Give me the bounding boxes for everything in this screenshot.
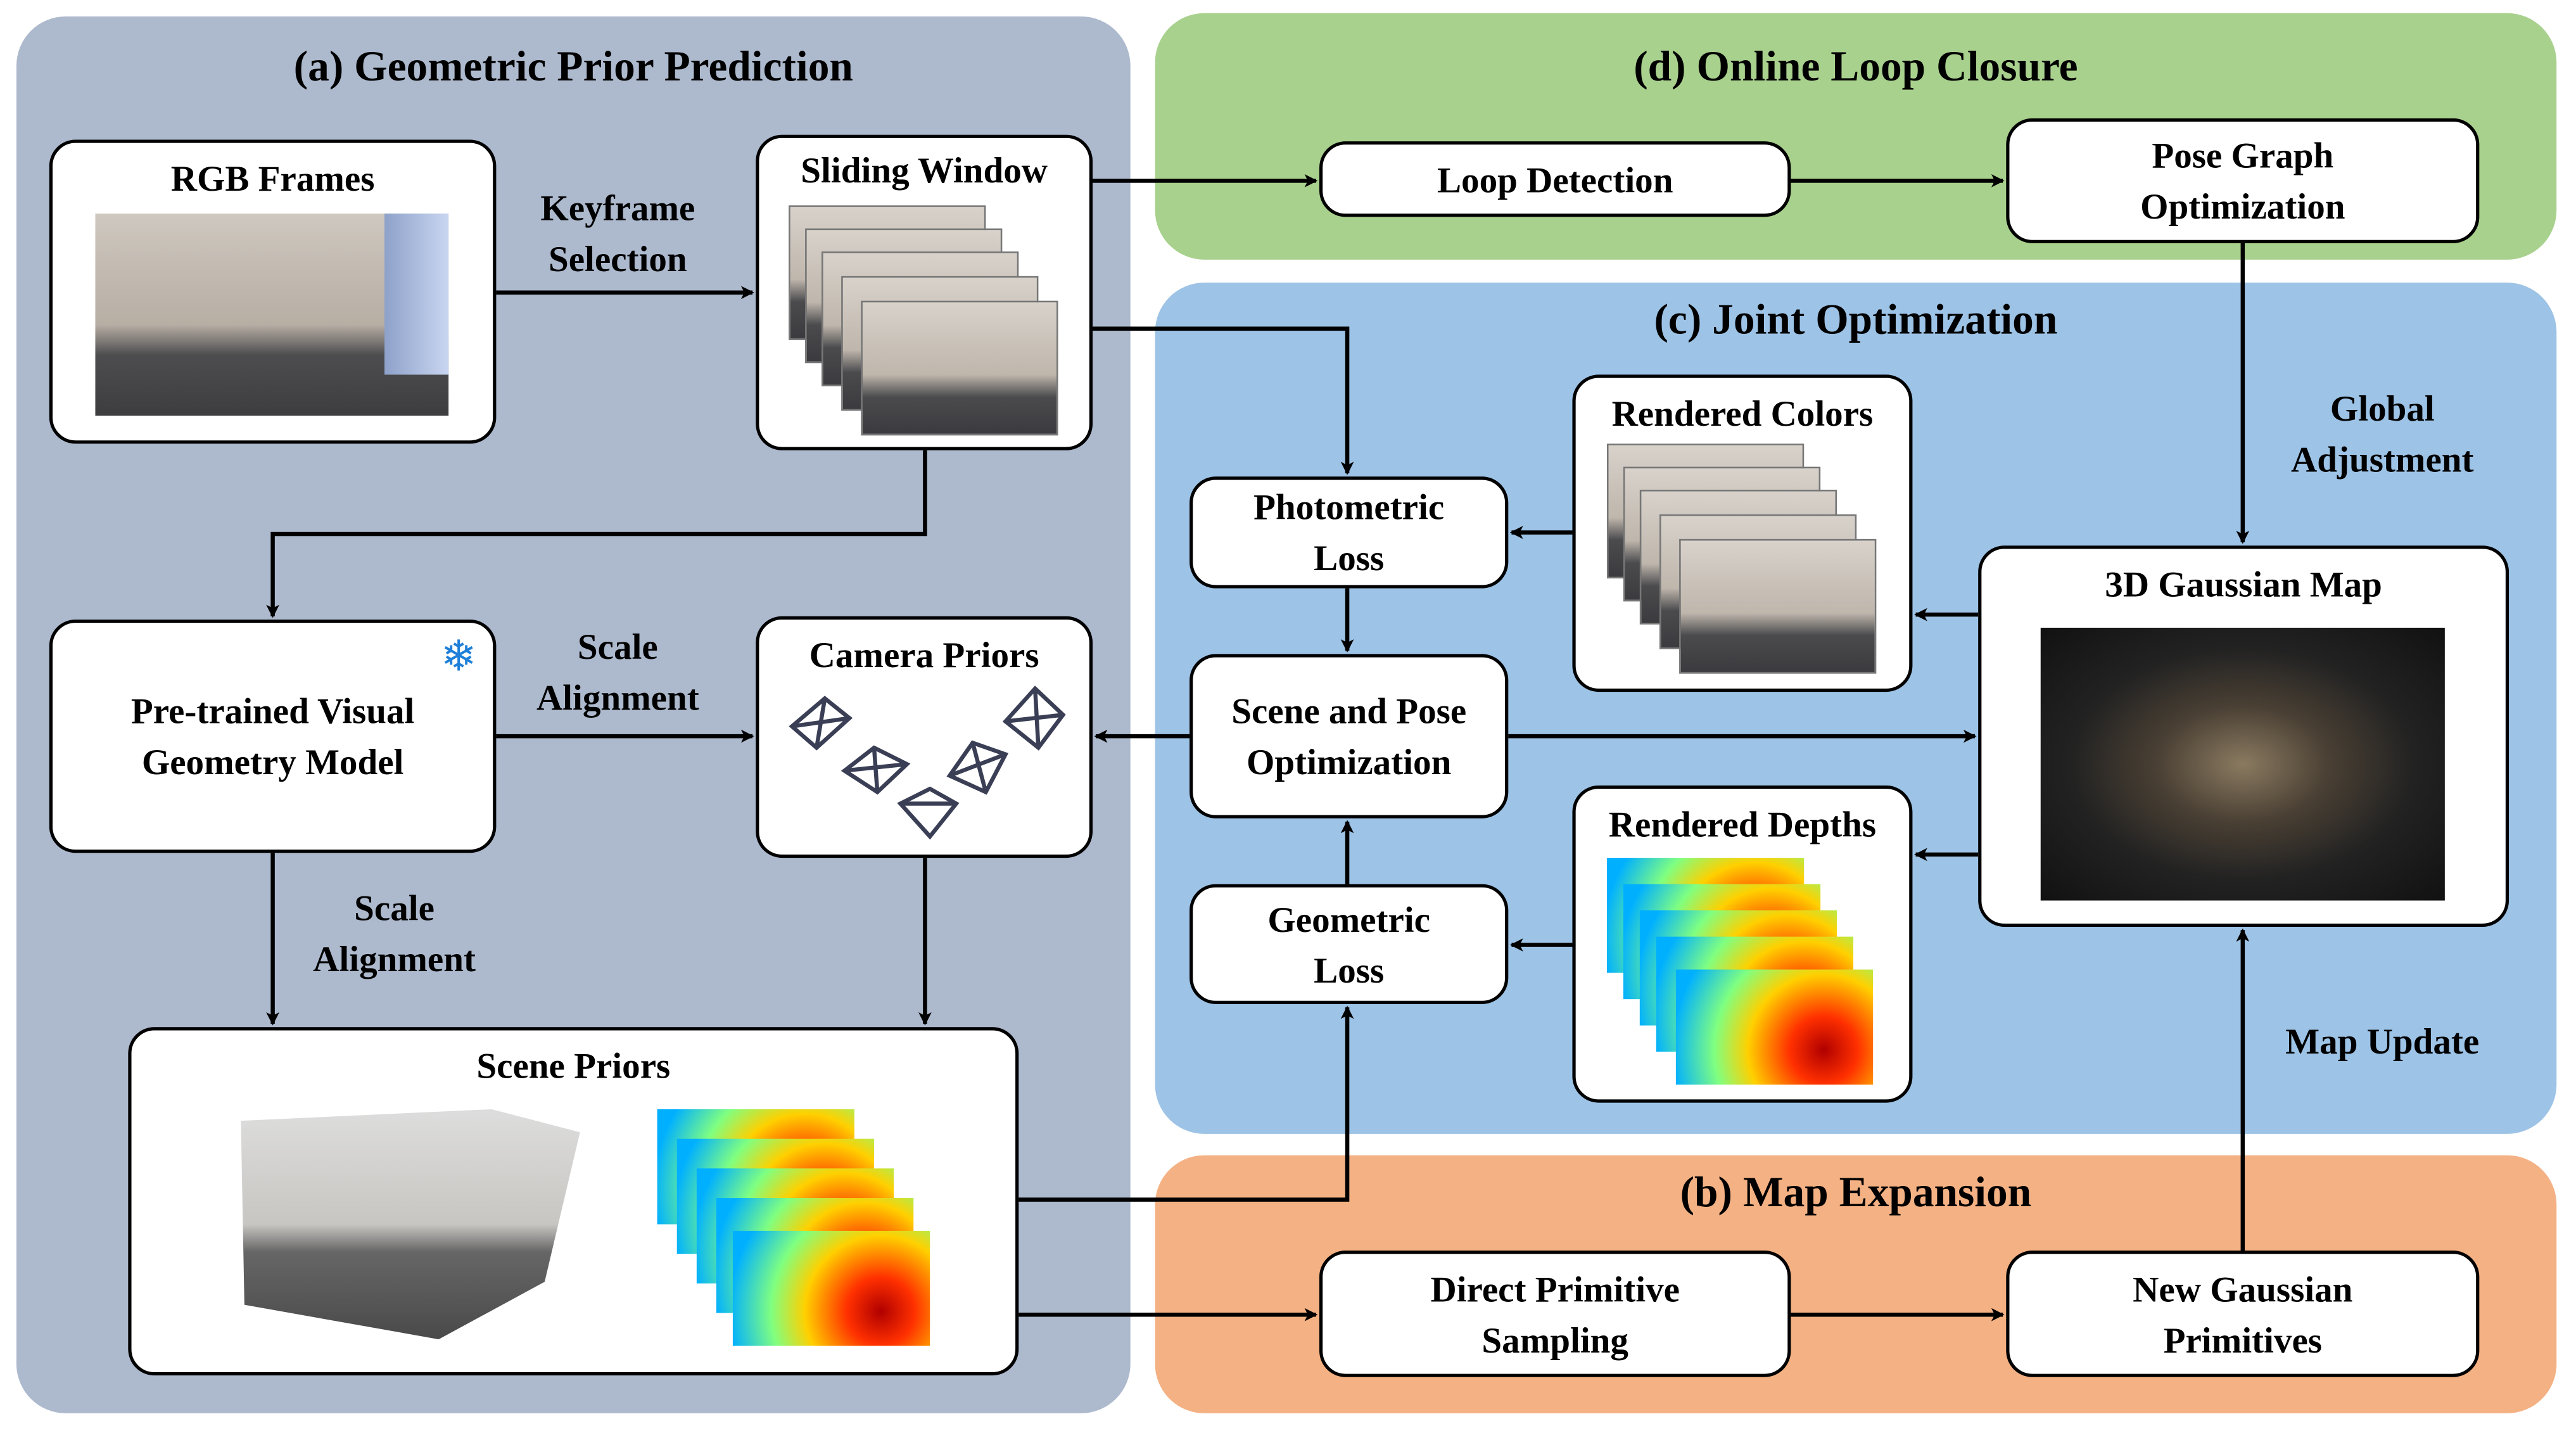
box-label: Scene Priors — [476, 1045, 671, 1086]
label-line: Selection — [548, 238, 687, 279]
box-label: Rendered Depths — [1608, 803, 1877, 845]
scale-alignment-label: Scale Alignment — [503, 621, 733, 723]
box-label: Sampling — [1482, 1318, 1628, 1360]
loop-detection-box: Loop Detection — [1319, 141, 1791, 217]
rendered-colors-image — [1606, 443, 1886, 677]
snowflake-icon: ❄ — [440, 632, 477, 682]
box-label: 3D Gaussian Map — [2105, 563, 2382, 605]
box-label: Pose Graph — [2152, 134, 2334, 176]
camera-priors-box: Camera Priors — [756, 616, 1093, 858]
global-adjustment-label: Global Adjustment — [2259, 383, 2506, 485]
photometric-loss-box: Photometric Loss — [1190, 476, 1509, 589]
box-label: Loss — [1314, 537, 1385, 579]
box-label: Photometric — [1253, 486, 1445, 528]
panel-title: (a) Geometric Prior Prediction — [293, 42, 853, 91]
box-label: Geometry Model — [141, 741, 404, 782]
box-label: Scene and Pose — [1231, 690, 1467, 732]
box-label: RGB Frames — [170, 158, 375, 199]
box-label: Camera Priors — [809, 634, 1039, 676]
sliding-window-frames-image — [789, 205, 1060, 436]
geometric-loss-box: Geometric Loss — [1190, 884, 1509, 1004]
label-line: Keyframe — [540, 187, 695, 229]
box-label: Sliding Window — [801, 150, 1048, 191]
box-label: Rendered Colors — [1611, 392, 1874, 434]
camera-frustums-icon — [789, 685, 1066, 840]
rendered-depths-image — [1606, 858, 1886, 1091]
box-label: Optimization — [2140, 186, 2345, 227]
panel-title: (b) Map Expansion — [1680, 1168, 2032, 1216]
pretrained-visual-geometry-model-box: Pre-trained Visual Geometry Model ❄ — [49, 619, 497, 853]
pose-graph-optimization-box: Pose Graph Optimization — [2006, 118, 2480, 243]
label-line: Alignment — [313, 938, 476, 980]
box-label: Geometric — [1267, 898, 1430, 939]
box-label: Direct Primitive — [1430, 1268, 1680, 1309]
label-line: Adjustment — [2291, 438, 2474, 480]
box-label: Pre-trained Visual — [130, 690, 415, 732]
panel-title: (c) Joint Optimization — [1654, 295, 2058, 344]
map-update-label: Map Update — [2285, 1020, 2480, 1062]
scene-depth-maps-image — [657, 1109, 937, 1347]
new-gaussian-primitives-box: New Gaussian Primitives — [2006, 1251, 2480, 1377]
panel-title: (d) Online Loop Closure — [1634, 42, 2078, 91]
box-label: Loop Detection — [1437, 158, 1673, 200]
box-label: Primitives — [2163, 1318, 2323, 1360]
direct-primitive-sampling-box: Direct Primitive Sampling — [1319, 1251, 1791, 1377]
label-line: Alignment — [536, 677, 699, 718]
box-label: New Gaussian — [2133, 1268, 2353, 1309]
label-line: Global — [2330, 388, 2435, 430]
gaussian-map-image — [2040, 627, 2445, 901]
scale-alignment-label: Scale Alignment — [279, 882, 509, 984]
keyframe-selection-label: Keyframe Selection — [503, 182, 733, 284]
label-line: Scale — [577, 626, 658, 668]
label-line: Scale — [354, 887, 435, 929]
box-label: Optimization — [1246, 741, 1452, 782]
box-label: Loss — [1314, 949, 1385, 990]
rgb-frame-image — [95, 213, 449, 416]
scene-pose-optimization-box: Scene and Pose Optimization — [1190, 654, 1509, 818]
